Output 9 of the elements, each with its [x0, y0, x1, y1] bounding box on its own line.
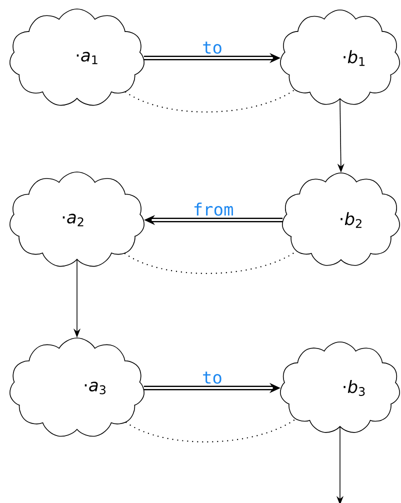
edge-label: from	[194, 202, 233, 216]
cloud: ·a$_{3}$	[10, 338, 144, 437]
cloud: ·b$_{2}$	[282, 172, 400, 266]
cloud: ·b$_{1}$	[280, 10, 400, 105]
cloud: ·a$_{1}$	[10, 8, 144, 106]
cloud: ·a$_{2}$	[10, 172, 144, 267]
cloud: ·b$_{3}$	[280, 342, 400, 433]
edge-label: to	[203, 372, 222, 384]
edge-label: to	[203, 42, 222, 54]
